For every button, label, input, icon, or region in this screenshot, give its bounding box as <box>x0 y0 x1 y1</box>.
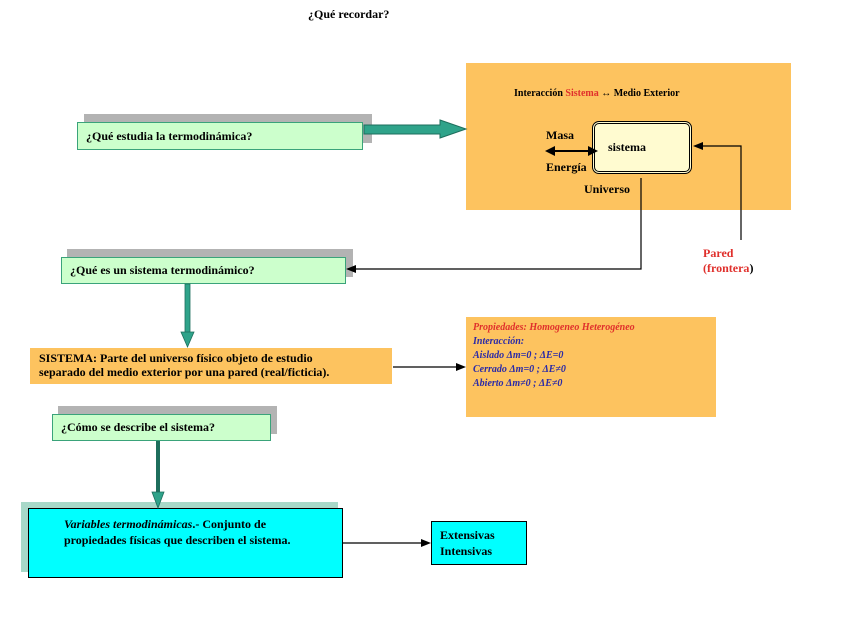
interaction-title: Interacción Sistema ↔ Medio Exterior <box>514 88 680 99</box>
pared-line-2: (frontera <box>703 261 750 275</box>
variables-to-types-arrow <box>343 539 431 547</box>
type-intensivas: Intensivas <box>440 544 493 558</box>
question-1-text: ¿Qué estudia la termodinámica? <box>86 128 253 143</box>
masa-label: Masa <box>546 128 574 142</box>
variables-italic: Variables termodinámicas <box>64 517 193 531</box>
question-2-box: ¿Qué es un sistema termodinámico? <box>61 257 346 284</box>
properties-box: Propiedades: Homogeneo Heterogéneo Inter… <box>466 317 716 417</box>
system-definition-line-1: SISTEMA: Parte del universo físico objet… <box>39 351 313 365</box>
q2-down-arrow <box>180 283 195 349</box>
question-1-box: ¿Qué estudia la termodinámica? <box>77 122 363 150</box>
variable-types-box: Extensivas Intensivas <box>431 521 527 565</box>
pared-line-1: Pared <box>703 246 734 260</box>
interaction-highlight: Sistema <box>565 88 599 99</box>
universo-label: Universo <box>584 182 630 196</box>
properties-line-2: Interacción: <box>473 336 525 347</box>
interaction-prefix: Interacción <box>514 88 566 99</box>
interaction-suffix: ↔ Medio Exterior <box>598 88 680 99</box>
question-2-text: ¿Qué es un sistema termodinámico? <box>70 263 255 277</box>
pared-connector <box>693 142 742 240</box>
q3-down-arrow <box>151 441 165 510</box>
properties-line-1: Propiedades: Homogeneo Heterogéneo <box>473 322 635 333</box>
pared-close: ) <box>749 261 754 275</box>
universo-to-q2-connector <box>346 178 642 273</box>
question-3-text: ¿Cómo se describe el sistema? <box>61 420 215 434</box>
system-definition-box: SISTEMA: Parte del universo físico objet… <box>30 348 392 384</box>
properties-line-4: Cerrado Δm=0 ; ΔE≠0 <box>473 364 566 375</box>
type-extensivas: Extensivas <box>440 528 495 542</box>
properties-line-3: Aislado Δm=0 ; ΔE=0 <box>473 350 564 361</box>
pared-label: Pared (frontera) <box>703 246 753 276</box>
system-label: sistema <box>608 140 646 154</box>
system-definition-line-2: separado del medio exterior por una pare… <box>39 365 330 379</box>
q1-arrow <box>363 119 468 139</box>
energia-label: Energía <box>546 160 587 174</box>
variables-rest: .- Conjunto de <box>192 517 267 531</box>
masa-energia-arrow <box>545 146 598 156</box>
properties-line-5: Abierto Δm≠0 ; ΔE≠0 <box>473 378 563 389</box>
variables-box: Variables termodinámicas.- Conjunto de p… <box>28 508 343 578</box>
question-3-box: ¿Cómo se describe el sistema? <box>52 414 271 441</box>
page-title: ¿Qué recordar? <box>308 7 390 21</box>
system-box: sistema <box>592 121 692 174</box>
definition-to-properties-arrow <box>393 363 466 371</box>
variables-line-2: propiedades físicas que describen el sis… <box>64 533 291 547</box>
